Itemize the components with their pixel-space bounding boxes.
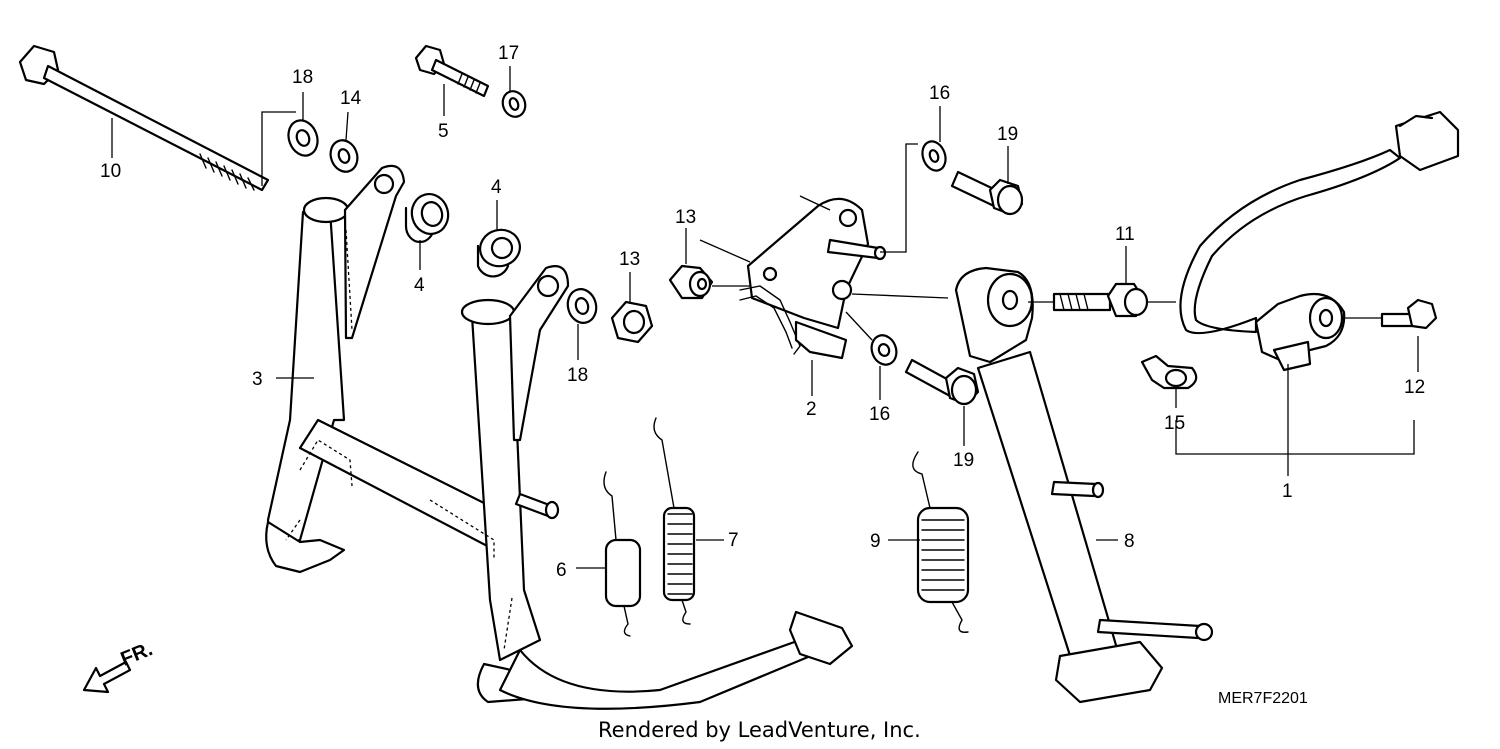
part-14-spring-washer[interactable] [326, 137, 361, 176]
callout-13-upper[interactable]: 13 [675, 207, 696, 228]
part-15-wire-clamp[interactable] [1140, 354, 1198, 390]
part-19-bolt-top[interactable] [950, 170, 1024, 216]
part-5-bolt[interactable] [414, 44, 490, 98]
callout-16-lower[interactable]: 16 [869, 404, 890, 425]
part-13-nut-upper[interactable] [668, 264, 714, 300]
callout-16-top[interactable]: 16 [929, 83, 950, 104]
part-6-spring[interactable] [603, 471, 642, 637]
callout-9[interactable]: 9 [870, 531, 881, 552]
callout-4-left[interactable]: 4 [414, 275, 425, 296]
part-18-washer-top[interactable] [284, 116, 323, 159]
callout-14[interactable]: 14 [340, 88, 362, 109]
direction-marker-label: FR. [118, 638, 156, 670]
callout-19-lower[interactable]: 19 [953, 450, 974, 471]
callout-1[interactable]: 1 [1282, 481, 1293, 502]
part-9-spring[interactable] [912, 451, 970, 633]
part-8-side-stand[interactable] [954, 266, 1214, 704]
part-3-main-stand[interactable] [265, 164, 854, 710]
callout-11[interactable]: 11 [1115, 224, 1135, 245]
callout-18-mid[interactable]: 18 [567, 365, 588, 386]
callout-17[interactable]: 17 [498, 43, 519, 64]
callout-19-top[interactable]: 19 [997, 124, 1018, 145]
part-7-spring[interactable] [653, 417, 696, 625]
part-4-collar-left[interactable] [404, 190, 453, 244]
part-4-collar-right[interactable] [476, 225, 524, 278]
part-1-side-stand-switch[interactable] [1179, 110, 1460, 372]
part-16-washer-top[interactable] [919, 138, 950, 174]
part-16-washer-lower[interactable] [868, 332, 901, 368]
callout-5[interactable]: 5 [438, 121, 449, 142]
callout-7[interactable]: 7 [728, 530, 739, 551]
callout-4-right[interactable]: 4 [491, 177, 502, 198]
footer-credit: Rendered by LeadVenture, Inc. [598, 718, 921, 742]
callout-12[interactable]: 12 [1404, 377, 1425, 398]
part-2-switch-bracket[interactable] [739, 197, 887, 360]
part-19-bolt-lower[interactable] [904, 358, 980, 406]
callout-18-top[interactable]: 18 [292, 67, 313, 88]
part-17-washer[interactable] [499, 88, 529, 120]
part-13-nut-mid[interactable] [610, 300, 654, 344]
part-10-bolt[interactable] [18, 44, 270, 192]
callout-6[interactable]: 6 [556, 560, 567, 581]
callout-2[interactable]: 2 [806, 399, 817, 420]
diagram-code: MER7F2201 [1218, 690, 1308, 707]
callout-8[interactable]: 8 [1124, 531, 1135, 552]
callout-3[interactable]: 3 [252, 369, 263, 390]
callout-10[interactable]: 10 [100, 161, 121, 182]
part-11-pivot-bolt[interactable] [1052, 282, 1149, 318]
callout-15[interactable]: 15 [1164, 413, 1185, 434]
part-12-screw[interactable] [1380, 298, 1438, 330]
callout-13-mid[interactable]: 13 [619, 249, 640, 270]
part-18-washer-mid[interactable] [564, 286, 600, 326]
front-direction-arrow-icon [82, 660, 132, 694]
